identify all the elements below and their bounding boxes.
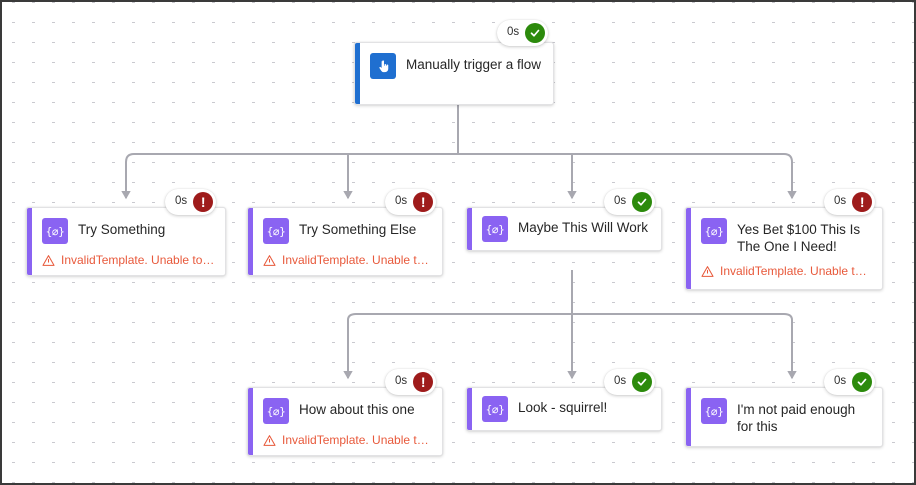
expression-braces-icon: {⌀} xyxy=(42,218,68,244)
expression-glyph: {⌀} xyxy=(45,224,65,238)
node-body: {⌀} Yes Bet $100 This Is The One I Need!… xyxy=(691,208,882,289)
check-circle-icon xyxy=(852,372,873,392)
node-accent-bar xyxy=(467,388,472,430)
node-status-badge[interactable]: 0s ! xyxy=(824,189,876,215)
expression-glyph: {⌀} xyxy=(266,224,286,238)
node-error-text: InvalidTemplate. Unable to ... xyxy=(61,253,215,267)
node-error: InvalidTemplate. Unable to ... xyxy=(701,264,872,279)
expression-braces-icon: {⌀} xyxy=(263,218,289,244)
node-header: {⌀} I'm not paid enough for this xyxy=(701,398,872,435)
expression-braces-icon: {⌀} xyxy=(482,216,508,242)
exclamation-glyph: ! xyxy=(859,194,865,210)
node-status-badge[interactable]: 0s xyxy=(604,189,656,215)
exclamation-glyph: ! xyxy=(200,194,206,210)
expression-glyph: {⌀} xyxy=(485,222,505,236)
flow-node-how-about-this-one[interactable]: {⌀} How about this one InvalidTemplate. … xyxy=(247,387,443,456)
node-error-text: InvalidTemplate. Unable to ... xyxy=(720,264,872,278)
node-status-badge[interactable]: 0s ! xyxy=(385,189,437,215)
expression-braces-icon: {⌀} xyxy=(701,218,727,244)
node-title: Try Something Else xyxy=(299,222,417,237)
node-header: {⌀} Try Something xyxy=(42,218,215,244)
hand-pointer-icon xyxy=(370,53,396,79)
node-body: {⌀} How about this one InvalidTemplate. … xyxy=(253,388,442,455)
node-accent-bar xyxy=(27,208,32,275)
flow-node-im-not-paid-enough[interactable]: {⌀} I'm not paid enough for this xyxy=(685,387,883,447)
warning-triangle-icon xyxy=(701,266,714,277)
node-title: How about this one xyxy=(299,402,415,417)
node-body: Manually trigger a flow xyxy=(360,43,553,104)
flow-node-try-something[interactable]: {⌀} Try Something InvalidTemplate. Unabl… xyxy=(26,207,226,276)
node-title: Look - squirrel! xyxy=(518,400,608,415)
node-accent-bar xyxy=(686,208,691,289)
check-circle-icon xyxy=(525,23,546,43)
node-error-text: InvalidTemplate. Unable to ... xyxy=(282,433,432,447)
warning-triangle-icon xyxy=(42,255,55,266)
exclamation-circle-icon: ! xyxy=(413,372,434,392)
exclamation-glyph: ! xyxy=(420,194,426,210)
exclamation-glyph: ! xyxy=(420,374,426,390)
node-error: InvalidTemplate. Unable to ... xyxy=(263,433,432,448)
expression-glyph: {⌀} xyxy=(704,224,724,238)
node-accent-bar xyxy=(355,43,360,104)
node-title: Maybe This Will Work xyxy=(518,220,649,235)
node-body: {⌀} Maybe This Will Work xyxy=(472,208,661,250)
node-header: Manually trigger a flow xyxy=(370,53,543,79)
node-status-badge[interactable]: 0s xyxy=(497,20,549,46)
expression-braces-icon: {⌀} xyxy=(482,396,508,422)
node-error: InvalidTemplate. Unable to ... xyxy=(42,253,215,268)
node-body: {⌀} I'm not paid enough for this xyxy=(691,388,882,446)
node-body: {⌀} Look - squirrel! xyxy=(472,388,661,430)
node-accent-bar xyxy=(248,208,253,275)
node-duration: 0s xyxy=(614,195,627,208)
node-duration: 0s xyxy=(395,375,408,388)
node-header: {⌀} Try Something Else xyxy=(263,218,432,244)
node-title: I'm not paid enough for this xyxy=(737,402,856,434)
node-title: Try Something xyxy=(78,222,166,237)
check-circle-icon xyxy=(632,372,653,392)
check-circle-icon xyxy=(632,192,653,212)
node-accent-bar xyxy=(248,388,253,455)
node-title: Yes Bet $100 This Is The One I Need! xyxy=(737,222,861,254)
flow-node-try-something-else[interactable]: {⌀} Try Something Else InvalidTemplate. … xyxy=(247,207,443,276)
node-body: {⌀} Try Something InvalidTemplate. Unabl… xyxy=(32,208,225,275)
node-status-badge[interactable]: 0s ! xyxy=(385,369,437,395)
node-status-badge[interactable]: 0s ! xyxy=(165,189,217,215)
flow-node-yes-bet-100[interactable]: {⌀} Yes Bet $100 This Is The One I Need!… xyxy=(685,207,883,290)
node-error-text: InvalidTemplate. Unable to ... xyxy=(282,253,432,267)
node-duration: 0s xyxy=(175,195,188,208)
exclamation-circle-icon: ! xyxy=(413,192,434,212)
node-header: {⌀} Yes Bet $100 This Is The One I Need! xyxy=(701,218,872,255)
node-header: {⌀} Maybe This Will Work xyxy=(482,216,651,242)
node-status-badge[interactable]: 0s xyxy=(824,369,876,395)
node-header: {⌀} How about this one xyxy=(263,398,432,424)
node-duration: 0s xyxy=(834,195,847,208)
node-title: Manually trigger a flow xyxy=(406,57,542,72)
expression-glyph: {⌀} xyxy=(266,404,286,418)
node-accent-bar xyxy=(686,388,691,446)
node-header: {⌀} Look - squirrel! xyxy=(482,396,651,422)
node-body: {⌀} Try Something Else InvalidTemplate. … xyxy=(253,208,442,275)
exclamation-circle-icon: ! xyxy=(193,192,214,212)
expression-glyph: {⌀} xyxy=(485,402,505,416)
exclamation-circle-icon: ! xyxy=(852,192,873,212)
node-accent-bar xyxy=(467,208,472,250)
node-status-badge[interactable]: 0s xyxy=(604,369,656,395)
node-duration: 0s xyxy=(507,26,520,39)
node-error: InvalidTemplate. Unable to ... xyxy=(263,253,432,268)
flow-node-trigger[interactable]: Manually trigger a flow xyxy=(354,42,554,105)
node-duration: 0s xyxy=(614,375,627,388)
warning-triangle-icon xyxy=(263,255,276,266)
expression-glyph: {⌀} xyxy=(704,404,724,418)
warning-triangle-icon xyxy=(263,435,276,446)
expression-braces-icon: {⌀} xyxy=(701,398,727,424)
expression-braces-icon: {⌀} xyxy=(263,398,289,424)
node-duration: 0s xyxy=(834,375,847,388)
node-duration: 0s xyxy=(395,195,408,208)
